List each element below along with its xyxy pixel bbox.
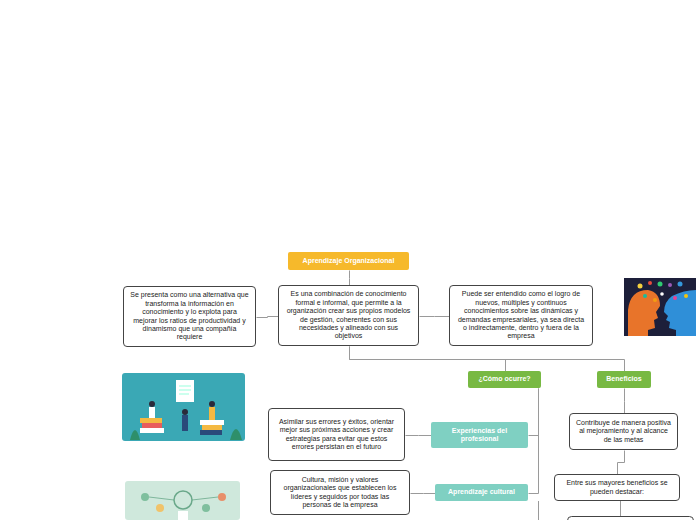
node-text: Entre sus mayores beneficios se pueden d… — [561, 479, 673, 496]
connector — [420, 316, 450, 317]
note-box: Se presenta como una alternativa que tra… — [123, 286, 256, 347]
connector — [350, 347, 625, 372]
note-box: Cultura, misión y valores organizacional… — [270, 470, 410, 515]
connector — [618, 451, 625, 475]
connector — [411, 493, 436, 494]
connector — [529, 389, 539, 436]
branch-box: Beneficios — [597, 371, 651, 388]
node-text: ¿Cómo ocurre? — [478, 375, 530, 383]
node-text: Aprendizaje cultural — [448, 488, 515, 496]
cutoff-box — [568, 517, 694, 520]
node-text: Cultura, misión y valores organizacional… — [277, 476, 403, 510]
node-text: Asimilar sus errores y éxitos, orientar … — [275, 418, 398, 452]
connector — [624, 389, 625, 414]
brain-illustration — [624, 278, 696, 336]
node-text: Puede ser entendido como el logro de nue… — [456, 290, 586, 340]
topic-box: Aprendizaje cultural — [435, 484, 528, 501]
node-text: Aprendizaje Organizacional — [303, 257, 395, 265]
topic-box: Experiencias del profesional — [431, 422, 528, 448]
connector — [529, 389, 539, 494]
note-box: Puede ser entendido como el logro de nue… — [449, 285, 593, 346]
connector — [257, 317, 279, 318]
connector — [406, 435, 432, 436]
title-box: Aprendizaje Organizacional — [288, 252, 409, 270]
note-box: Es una combinación de conocimiento forma… — [278, 285, 419, 346]
trunk-line — [538, 501, 539, 520]
connector — [349, 271, 350, 286]
node-text: Es una combinación de conocimiento forma… — [285, 290, 412, 340]
culture-illustration — [125, 481, 240, 520]
node-text: Se presenta como una alternativa que tra… — [130, 291, 249, 341]
branch-box: ¿Cómo ocurre? — [468, 371, 541, 388]
note-box: Contribuye de manera positiva al mejoram… — [569, 413, 678, 450]
node-text: Experiencias del profesional — [435, 427, 524, 444]
note-box: Asimilar sus errores y éxitos, orientar … — [268, 408, 405, 461]
library-illustration — [122, 373, 245, 441]
node-text: Beneficios — [606, 375, 641, 383]
node-text: Contribuye de manera positiva al mejoram… — [576, 419, 671, 444]
note-box: Entre sus mayores beneficios se pueden d… — [554, 474, 680, 501]
branch-line — [620, 501, 621, 516]
